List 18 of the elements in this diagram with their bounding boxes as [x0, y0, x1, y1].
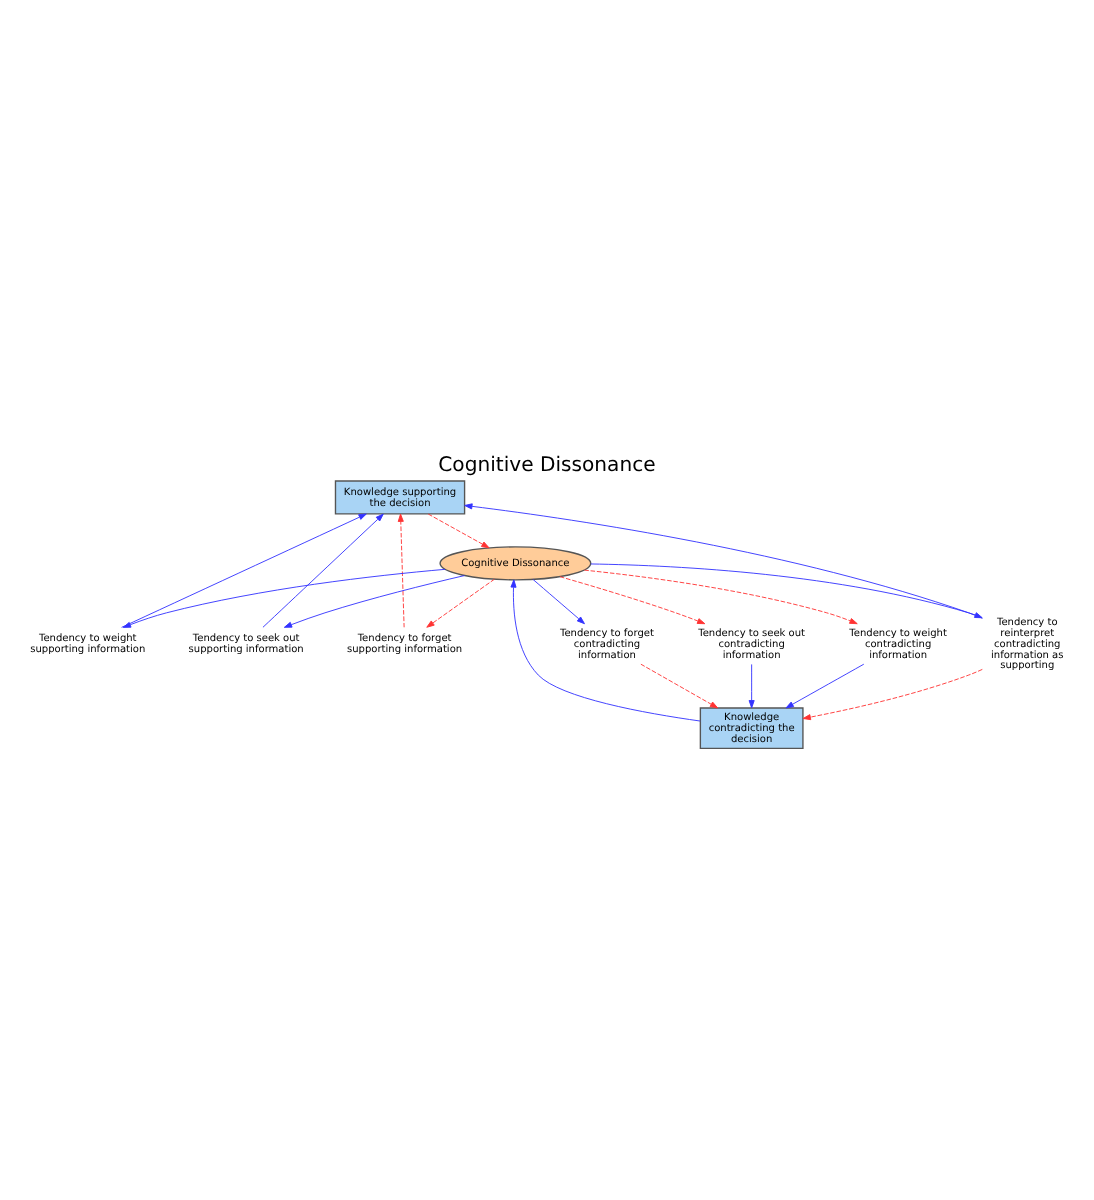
- arrow: [121, 513, 367, 628]
- arrow: [122, 568, 446, 628]
- arrow: [748, 663, 755, 709]
- arrow: [559, 576, 706, 625]
- arrow: [584, 569, 858, 625]
- arrow: [532, 579, 585, 625]
- arrow: [464, 503, 983, 619]
- arrow: [262, 513, 384, 628]
- arrow: [785, 663, 865, 709]
- arrow: [427, 513, 490, 549]
- arrow: [283, 575, 465, 628]
- arrow: [590, 563, 983, 619]
- arrow: [397, 513, 405, 628]
- arrow: [802, 668, 983, 721]
- arrow: [426, 578, 495, 628]
- arrow: [510, 579, 701, 722]
- diagram-title: Cognitive Dissonance: [438, 455, 656, 478]
- arrow: [640, 663, 719, 709]
